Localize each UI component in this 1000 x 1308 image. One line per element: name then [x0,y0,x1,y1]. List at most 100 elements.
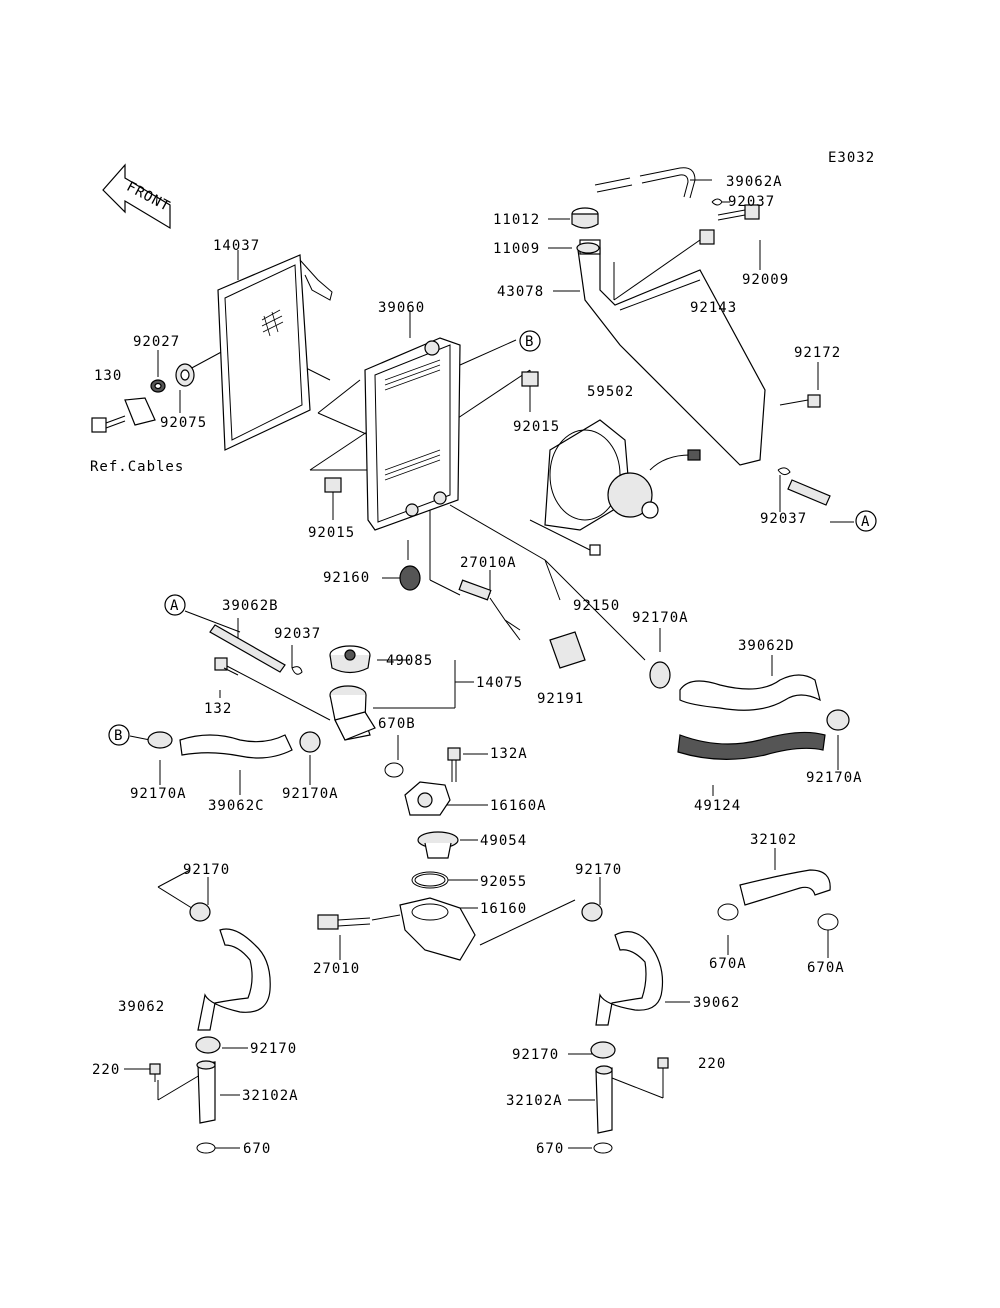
thermostat-housing-16160 [399,897,476,961]
bolt-132A [447,747,461,782]
clamp-ref-cables [124,397,156,426]
fitting-32102A-right [595,1065,613,1134]
part-label: 670 [536,1141,564,1157]
part-label: 92075 [160,415,207,431]
part-label: 49124 [694,798,741,814]
part-label: 32102A [242,1088,299,1104]
part-label: 92170 [183,862,230,878]
grommet-92191 [549,631,586,669]
part-label: 39062C [208,798,265,814]
bolt-92009 [717,204,760,221]
o-ring-92055 [411,871,449,889]
marker-b-left-text: B [114,728,123,744]
part-label: 670A [709,956,747,972]
clamp-92170A-right [826,709,850,731]
part-labels: 14037 92027 130 92075 39060 92015 92015 … [92,174,863,1157]
part-label: 92143 [690,300,737,316]
part-label: 92055 [480,874,527,890]
clip-92037-top [711,198,723,206]
hose-39062-right [595,931,664,1026]
part-label: 92160 [323,570,370,586]
radiator [364,337,461,531]
o-ring-670A-right [817,913,839,931]
part-label: 16160 [480,901,527,917]
fitting-32102A-left [196,1060,216,1124]
grommet-92143 [699,229,715,245]
clamp-92170A-fan [649,661,671,689]
tank-cap-11012 [571,207,599,229]
bolt-132 [214,657,239,676]
pipe-32102 [739,869,831,906]
hose-39062D [679,674,821,711]
clamp-92170-upper-left [189,902,211,922]
part-label: 92009 [742,272,789,288]
part-label: 39060 [378,300,425,316]
part-label: 92015 [308,525,355,541]
part-label: 39062B [222,598,279,614]
part-label: 14037 [213,238,260,254]
part-label: 670 [243,1141,271,1157]
cooling-fan [544,419,701,556]
filler-neck-14075 [329,685,376,741]
part-label: 92170 [250,1041,297,1057]
part-label: 92037 [760,511,807,527]
radiator-cap-49085 [329,645,371,674]
part-label: 49054 [480,833,527,849]
part-label: 27010A [460,555,517,571]
part-label: 92170A [632,610,689,626]
marker-b-top-text: B [525,334,534,350]
part-label: 132 [204,701,232,717]
bracket-92015-bottom [324,477,342,493]
tank-seal-11009 [576,242,600,254]
clip-92037-middle [291,666,303,675]
part-label: 92027 [133,334,180,350]
part-label: 59502 [587,384,634,400]
bracket-92015-top [521,371,539,387]
part-label: 32102A [506,1093,563,1109]
grommet-92075 [175,363,195,387]
o-ring-670-right [593,1142,613,1154]
ref-cables-note: Ref.Cables [90,459,184,475]
o-ring-670B [384,762,404,778]
part-label: 92170A [130,786,187,802]
marker-a-left: A [164,594,186,616]
part-label: 39062A [726,174,783,190]
hose-49124 [677,731,826,760]
part-label: 92015 [513,419,560,435]
part-label: 92170A [806,770,863,786]
front-arrow-icon: FRONT [102,163,173,230]
part-label: 11012 [493,212,540,228]
part-label: 39062D [738,638,795,654]
marker-a-right-text: A [861,514,870,530]
part-label: 39062 [693,995,740,1011]
hose-right-A [787,479,831,506]
part-label: 11009 [493,241,540,257]
part-label: 132A [490,746,528,762]
part-label: 130 [94,368,122,384]
o-ring-670-left [196,1142,216,1154]
clamp-92170A-center [299,731,321,753]
part-label: 43078 [497,284,544,300]
o-ring-670A-left [717,903,739,921]
part-label: 39062 [118,999,165,1015]
hose-39062C [179,734,293,759]
clamp-92170-upper-right [581,902,603,922]
bolt-92172 [779,394,821,408]
marker-a-right: A [855,510,877,532]
diagram-code: E3032 [828,150,875,166]
temp-sensor-27010 [317,914,371,930]
part-label: 92172 [794,345,841,361]
part-label: 670A [807,960,845,976]
part-label: 27010 [313,961,360,977]
clamp-92170A-left [147,731,173,749]
part-label: 49085 [386,653,433,669]
clamp-92170-lower-right [590,1041,616,1059]
washer-92027 [150,379,166,393]
part-label: 92191 [537,691,584,707]
marker-a-left-text: A [170,598,179,614]
part-label: 92170 [512,1047,559,1063]
part-label: 92170 [575,862,622,878]
part-label: 92037 [728,194,775,210]
grommet-92160 [399,565,421,591]
